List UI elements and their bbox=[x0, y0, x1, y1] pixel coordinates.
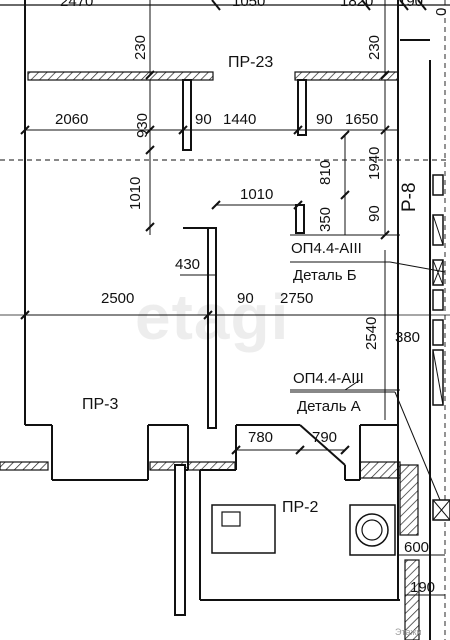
marking-detail-a: Деталь А bbox=[297, 398, 361, 415]
dim-810: 810 bbox=[317, 159, 334, 185]
room-pr-23: ПР-23 bbox=[228, 54, 274, 71]
dim-0: 0 bbox=[433, 7, 450, 16]
dim-780: 780 bbox=[248, 429, 274, 446]
dim-90-right: 90 bbox=[316, 111, 333, 128]
credit-text: Этажи bbox=[395, 627, 422, 637]
marking-op-b: ОП4.4-АIII bbox=[291, 240, 362, 257]
dim-2750: 2750 bbox=[280, 290, 314, 307]
dim-350: 350 bbox=[317, 206, 334, 232]
marking-op-a: ОП4.4-АIII bbox=[293, 370, 364, 387]
axis-label: Р-8 bbox=[399, 182, 420, 212]
dim-230-right: 230 bbox=[366, 34, 383, 60]
dim-190: 190 bbox=[398, 0, 424, 10]
dim-1010-vertical: 1010 bbox=[127, 176, 144, 210]
room-pr-2: ПР-2 bbox=[282, 499, 319, 516]
dim-380: 380 bbox=[395, 329, 421, 346]
marking-detail-b: Деталь Б bbox=[293, 267, 357, 284]
dim-2060: 2060 bbox=[55, 111, 89, 128]
room-pr-3: ПР-3 bbox=[82, 396, 119, 413]
dim-1050: 1050 bbox=[232, 0, 266, 10]
dim-90-left: 90 bbox=[195, 111, 212, 128]
dim-1650: 1650 bbox=[345, 111, 379, 128]
dim-1820: 1820 bbox=[340, 0, 374, 10]
dim-2500: 2500 bbox=[101, 290, 135, 307]
dim-190-bottom: 190 bbox=[410, 579, 436, 596]
dim-2470: 2470 bbox=[60, 0, 94, 10]
dim-1010-horizontal: 1010 bbox=[240, 186, 274, 203]
dim-430: 430 bbox=[175, 256, 201, 273]
dim-930: 930 bbox=[134, 112, 151, 138]
dim-790: 790 bbox=[312, 429, 338, 446]
dim-230-left: 230 bbox=[132, 34, 149, 60]
dim-2540: 2540 bbox=[363, 316, 380, 350]
dim-1440: 1440 bbox=[223, 111, 257, 128]
dim-1940: 1940 bbox=[366, 146, 383, 180]
dim-90-vertical: 90 bbox=[366, 205, 383, 222]
dim-90-mid: 90 bbox=[237, 290, 254, 307]
watermark: etagi bbox=[135, 281, 290, 353]
dim-600: 600 bbox=[404, 539, 430, 556]
